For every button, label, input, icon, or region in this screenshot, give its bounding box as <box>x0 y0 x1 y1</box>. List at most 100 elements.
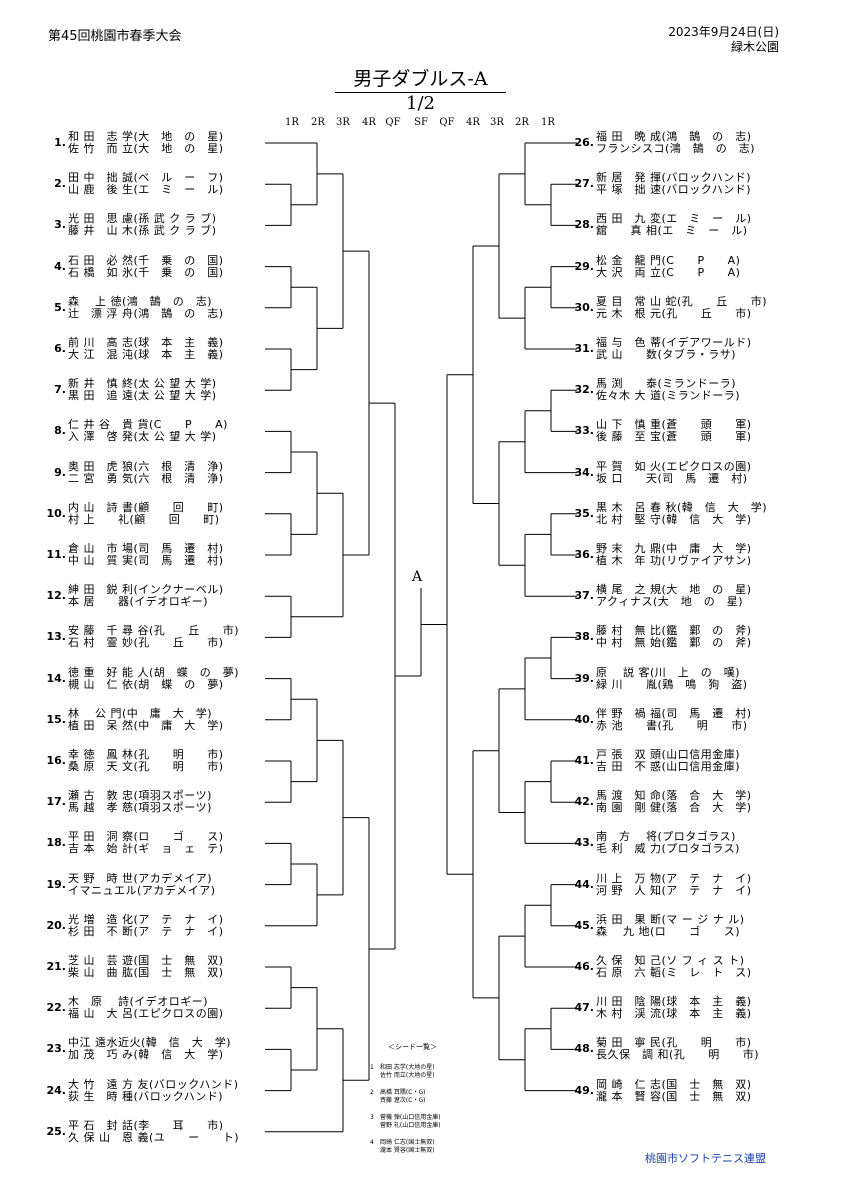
entry-number: 17. <box>46 795 67 809</box>
player-2: 槻 山 仁 依(胡 蝶 の 夢) <box>68 677 224 691</box>
page-title: 男子ダブルス-A <box>0 64 841 93</box>
entry-number: 15. <box>46 712 67 726</box>
player-1: 光 田 思 慮(孫 武 ク ラ ブ) <box>68 212 217 226</box>
seed-number: 4 <box>370 1139 374 1146</box>
entry-number: 22. <box>46 1001 67 1015</box>
player-2: 吉 田 不 惑(山口信用金庫) <box>596 760 741 773</box>
entry-number: 19. <box>46 877 67 891</box>
round-label: QF <box>439 117 455 128</box>
entry-38: 38.藤 村 無 比(鑑 鄴 の 斧)中 村 無 始(鑑 鄴 の 斧) <box>575 624 786 650</box>
player-1: 紳 田 鋭 利(インクナーベル) <box>68 583 224 597</box>
entry-29: 29.松 金 龍 門(C P A)大 沢 両 立(C P A) <box>575 253 786 280</box>
entry-11: 11.倉 山 市 場(司 馬 遷 村)中 山 質 実(司 馬 遷 村) <box>47 542 258 568</box>
player-2: 大 沢 両 立(C P A) <box>596 265 741 279</box>
entry-49: 49.岡 崎 仁 志(国 士 無 双)瀧 本 賢 容(国 士 無 双) <box>575 1077 786 1104</box>
player-1: 林 公 門(中 庸 大 学) <box>68 706 213 720</box>
player-2: 緑 川 胤(鶏 鳴 狗 盗) <box>596 677 748 691</box>
player-1: 田 中 拙 誠(ベ ル ー フ) <box>68 171 224 185</box>
player-2: 石 村 霊 妙(孔 丘 市) <box>68 636 224 650</box>
entry-number: 31. <box>574 342 595 355</box>
seed-number: 2 <box>370 1089 374 1096</box>
entry-7: 7.新 井 慎 終(太 公 望 大 学)黒 田 追 遠(太 公 望 大 学) <box>54 377 258 403</box>
seed-player-1: 菅機 弾(山口信用金庫) <box>380 1114 441 1121</box>
entry-number: 34. <box>574 465 595 479</box>
entry-number: 10. <box>46 506 67 520</box>
entry-32: 32.馬 渕 泰(ミランドーラ)佐々木 大 道(ミランドーラ) <box>575 377 786 403</box>
player-2: 桑 原 天 文(孔 明 市) <box>68 760 224 773</box>
entry-42: 42.馬 渡 知 命(落 合 大 学)南 園 剛 健(落 合 大 学) <box>575 789 786 815</box>
player-1: 菊 田 寧 民(孔 明 市) <box>596 1036 752 1050</box>
entry-number: 26. <box>574 136 595 149</box>
entry-number: 13. <box>46 630 67 644</box>
seed-number: 1 <box>370 1064 374 1071</box>
player-1: 福 与 色 蒂(イデアワールド) <box>596 336 752 349</box>
entry-28: 28.西 田 九 変(エ ミ ー ル)舘 真 相(エ ミ ー ル) <box>575 212 786 238</box>
player-2: 南 園 剛 健(落 合 大 学) <box>596 801 752 815</box>
title-text: 男子ダブルス-A <box>335 64 506 93</box>
entry-33: 33.山 下 慎 重(蒼 頭 軍)後 藤 至 宝(蒼 頭 軍) <box>575 418 786 444</box>
page-number: 1/2 <box>406 93 435 114</box>
entry-number: 2. <box>54 177 66 191</box>
entry-23: 23.中江 遠水近火(韓 信 大 学)加 茂 巧 み(韓 信 大 学) <box>47 1036 258 1062</box>
player-2: 木 村 渓 流(球 本 主 義) <box>596 1007 752 1021</box>
player-1: 浜 田 果 断(マ ー ジ ナ ル) <box>596 912 745 926</box>
player-2: 大 江 混 沌(球 本 主 義) <box>68 348 224 361</box>
entry-number: 27. <box>574 177 595 191</box>
player-2: 武 山 数(タブラ・ラサ) <box>596 348 737 361</box>
entry-9: 9.奥 田 虎 狼(六 根 清 浄)二 宮 勇 気(六 根 清 浄) <box>54 460 258 486</box>
entry-41: 41.戸 張 双 頭(山口信用金庫)吉 田 不 惑(山口信用金庫) <box>575 748 786 774</box>
entry-number: 36. <box>574 548 595 561</box>
player-2: 瀧 本 賢 容(国 士 無 双) <box>596 1089 752 1103</box>
entry-8: 8.仁 井 谷 貴 貨(C P A)入 澤 啓 発(太 公 望 大 学) <box>54 418 258 444</box>
entry-3: 3.光 田 思 慮(孫 武 ク ラ ブ)藤 井 山 木(孫 武 ク ラ ブ) <box>54 212 258 238</box>
player-1: 岡 崎 仁 志(国 士 無 双) <box>596 1077 752 1091</box>
seed-player-1: 岡崎 仁志(国士無双) <box>380 1139 435 1146</box>
player-1: 松 金 龍 門(C P A) <box>596 253 741 267</box>
entry-13: 13.安 藤 千 尋 谷(孔 丘 市)石 村 霊 妙(孔 丘 市) <box>47 624 258 650</box>
seed-item: 4 岡崎 仁志(国士無双)瀧本 賢容(国士無双) <box>370 1139 435 1154</box>
entry-35: 35.黒 木 呂 春 秋(韓 信 大 学)北 村 堅 守(韓 信 大 学) <box>575 501 786 527</box>
entry-number: 30. <box>574 300 595 314</box>
entry-number: 23. <box>46 1042 67 1056</box>
player-2: フランシスコ(鴻 鵠 の 志) <box>596 142 756 155</box>
entry-number: 12. <box>46 589 67 603</box>
event-venue: 緑木公園 <box>730 40 779 54</box>
player-1: 原 説 客(川 上 の 嘆) <box>596 665 741 679</box>
round-label: 3R <box>336 117 350 128</box>
entry-1: 1.和 田 志 学(大 地 の 星)佐 竹 而 立(大 地 の 星) <box>54 130 258 156</box>
player-2: 石 原 六 韜(ミ レ ト ス) <box>596 966 752 979</box>
seed-player-1: 和田 志学(大地の星) <box>380 1064 435 1071</box>
entry-number: 3. <box>54 218 66 232</box>
entry-15: 15.林 公 門(中 庸 大 学)植 田 呆 然(中 庸 大 学) <box>47 706 258 733</box>
center-label: A <box>412 569 423 585</box>
player-1: 森 上 徳(鴻 鵠 の 志) <box>68 294 213 308</box>
entry-number: 9. <box>54 465 66 479</box>
seed-player-2: 瀧本 賢容(国士無双) <box>380 1146 435 1154</box>
seed-player-2: 斉藤 遼次(C・G) <box>380 1096 426 1104</box>
player-1: 久 保 知 己(ソ フ ィ ス ト) <box>596 954 745 967</box>
player-1: 徳 重 好 能 人(胡 蝶 の 夢) <box>68 665 240 679</box>
date-venue: 2023年9月24日(日) 緑木公園 <box>668 25 779 55</box>
entry-22: 22.木 原 詩(イデオロギー)福 山 大 呂(エピクロスの園) <box>47 995 258 1021</box>
entry-number: 47. <box>574 1001 595 1015</box>
entry-40: 40.伴 野 禍 福(司 馬 遷 村)赤 池 書(孔 明 市) <box>575 707 786 733</box>
entry-14: 14.徳 重 好 能 人(胡 蝶 の 夢)槻 山 仁 依(胡 蝶 の 夢) <box>47 665 258 692</box>
player-1: 天 野 時 世(アカデメイア) <box>68 871 213 885</box>
entry-number: 49. <box>574 1083 595 1097</box>
entry-45: 45.浜 田 果 断(マ ー ジ ナ ル)森 九 地(ロ ゴ ス) <box>575 912 786 939</box>
seed-number: 3 <box>370 1114 374 1121</box>
entry-19: 19.天 野 時 世(アカデメイア)イマニュエル(アカデメイア) <box>47 871 258 898</box>
player-1: 戸 張 双 頭(山口信用金庫) <box>596 748 741 761</box>
entry-47: 47.川 田 陰 陽(球 本 主 義)木 村 渓 流(球 本 主 義) <box>575 995 786 1021</box>
player-1: 川 田 陰 陽(球 本 主 義) <box>596 995 752 1009</box>
player-2: 中 村 無 始(鑑 鄴 の 斧) <box>596 636 752 650</box>
entry-2: 2.田 中 拙 誠(ベ ル ー フ)山 鹿 後 生(エ ミ ー ル) <box>54 171 258 197</box>
entry-number: 16. <box>46 754 67 767</box>
player-1: 石 田 必 然(千 乗 の 国) <box>68 253 224 267</box>
round-label: 4R <box>362 117 376 128</box>
entry-24: 24.大 竹 遠 方 友(バロックハンド)荻 生 時 種(バロックハンド) <box>47 1078 258 1104</box>
entry-37: 37.横 尾 之 規(大 地 の 星)アクィナス(大 地 の 星) <box>575 583 786 609</box>
player-1: 中江 遠水近火(韓 信 大 学) <box>68 1036 232 1050</box>
